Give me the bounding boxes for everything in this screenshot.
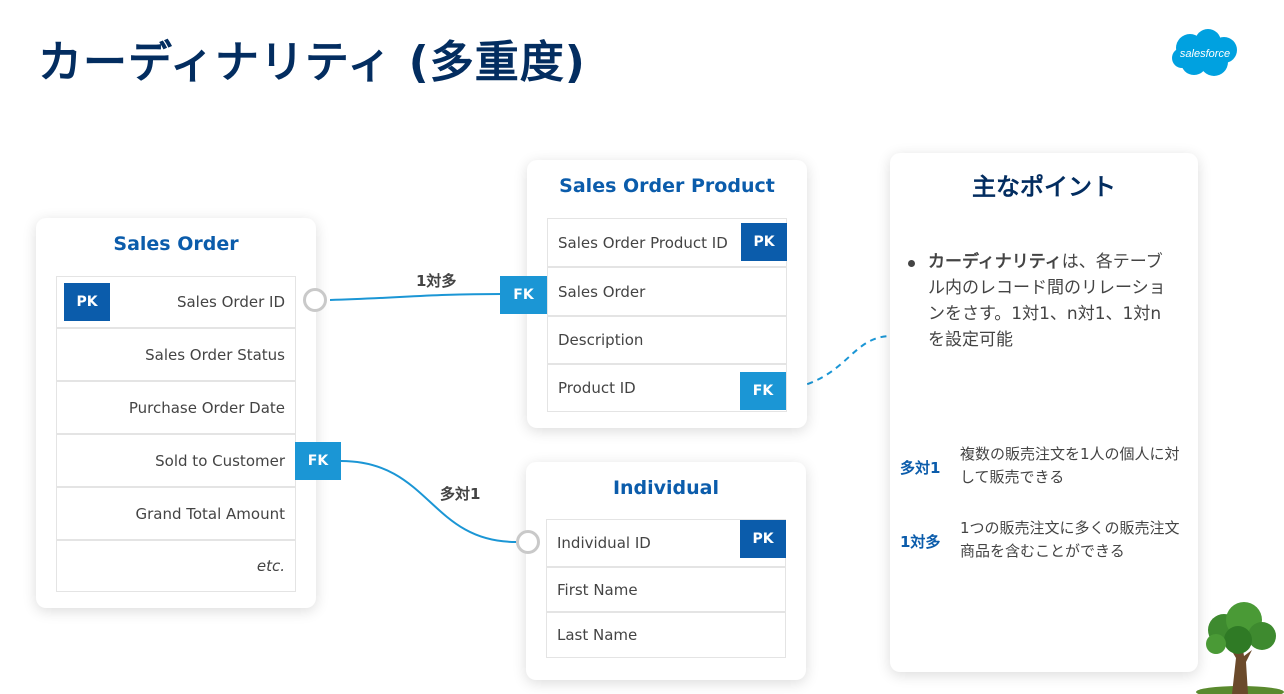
field-label: Description [558, 331, 644, 349]
sales-order-product-title: Sales Order Product [559, 175, 775, 197]
bullet-text: カーディナリティは、各テーブル内のレコード間のリレーションをさす。1対1、n対1… [928, 249, 1178, 353]
key-point-label: 多対1 [900, 459, 941, 477]
sales-order-product-table: Sales Order Product Sales Order Product … [527, 160, 807, 428]
bullet-dot [908, 260, 915, 267]
key-point-label: 1対多 [900, 533, 941, 551]
field-label: Sales Order Product ID [558, 233, 728, 252]
sales-order-row: Grand Total Amount [56, 487, 296, 540]
individual-row: Last Name [546, 612, 786, 658]
field-label: Sales Order ID [176, 293, 285, 311]
relation-endpoint-circle [516, 530, 540, 554]
sales-order-row: Purchase Order Date [56, 381, 296, 434]
salesforce-logo: salesforce [1172, 29, 1237, 76]
field-label: Sold to Customer [155, 451, 285, 470]
field-label: Grand Total Amount [135, 504, 285, 523]
page-title: カーディナリティ (多重度) [38, 37, 586, 88]
key-point-desc: 複数の販売注文を1人の個人に対して販売できる [960, 445, 1180, 486]
sales-order-row: Sold to Customer [56, 434, 296, 487]
fk-badge: FK [295, 442, 341, 480]
sales-order-product-row: Description [547, 316, 787, 364]
key-points-panel: 主なポイント カーディナリティは、各テーブル内のレコード間のリレーションをさす。… [890, 153, 1198, 672]
key-point-bullet: カーディナリティは、各テーブル内のレコード間のリレーションをさす。1対1、n対1… [908, 249, 1178, 353]
key-point-desc: 1つの販売注文に多くの販売注文商品を含むことができる [960, 519, 1180, 560]
one-to-many-label: 1対多 [416, 272, 457, 290]
field-label: Sales Order [558, 282, 646, 301]
fk-badge: FK [500, 276, 547, 314]
field-label: etc. [256, 557, 285, 575]
relation-endpoint-circle [303, 288, 327, 312]
pk-badge: PK [740, 520, 786, 558]
field-label: Product ID [558, 379, 636, 397]
individual-title: Individual [612, 477, 720, 499]
connector-product-dashed [785, 335, 893, 391]
sales-order-row: Sales Order Status [56, 328, 296, 381]
connector-one-to-many [329, 293, 503, 301]
tree-illustration [1196, 602, 1284, 694]
individual-row: First Name [546, 567, 786, 612]
pk-badge: PK [741, 223, 787, 261]
key-points-title: 主なポイント [972, 173, 1116, 201]
field-label: Last Name [557, 626, 638, 644]
field-label: Purchase Order Date [128, 398, 285, 417]
connector-many-to-one [340, 460, 517, 543]
field-label: Individual ID [557, 534, 651, 552]
sales-order-table: Sales Order Sales Order ID Sales Order S… [36, 218, 316, 608]
field-label: Sales Order Status [145, 345, 285, 364]
pk-badge: PK [64, 283, 110, 321]
sales-order-row: etc. [56, 540, 296, 592]
logo-text: salesforce [1180, 48, 1230, 60]
individual-table: Individual Individual ID First Name Last… [526, 462, 806, 680]
bullet-body: は、各テーブル内のレコード間のリレーションをさす。1対1、n対1、1対nを設定可… [928, 252, 1166, 350]
field-label: First Name [557, 580, 638, 599]
sales-order-title: Sales Order [113, 233, 239, 255]
sales-order-product-row: Sales Order [547, 267, 787, 316]
many-to-one-label: 多対1 [440, 485, 481, 503]
fk-badge: FK [740, 372, 786, 410]
bullet-bold-term: カーディナリティ [928, 252, 1062, 272]
